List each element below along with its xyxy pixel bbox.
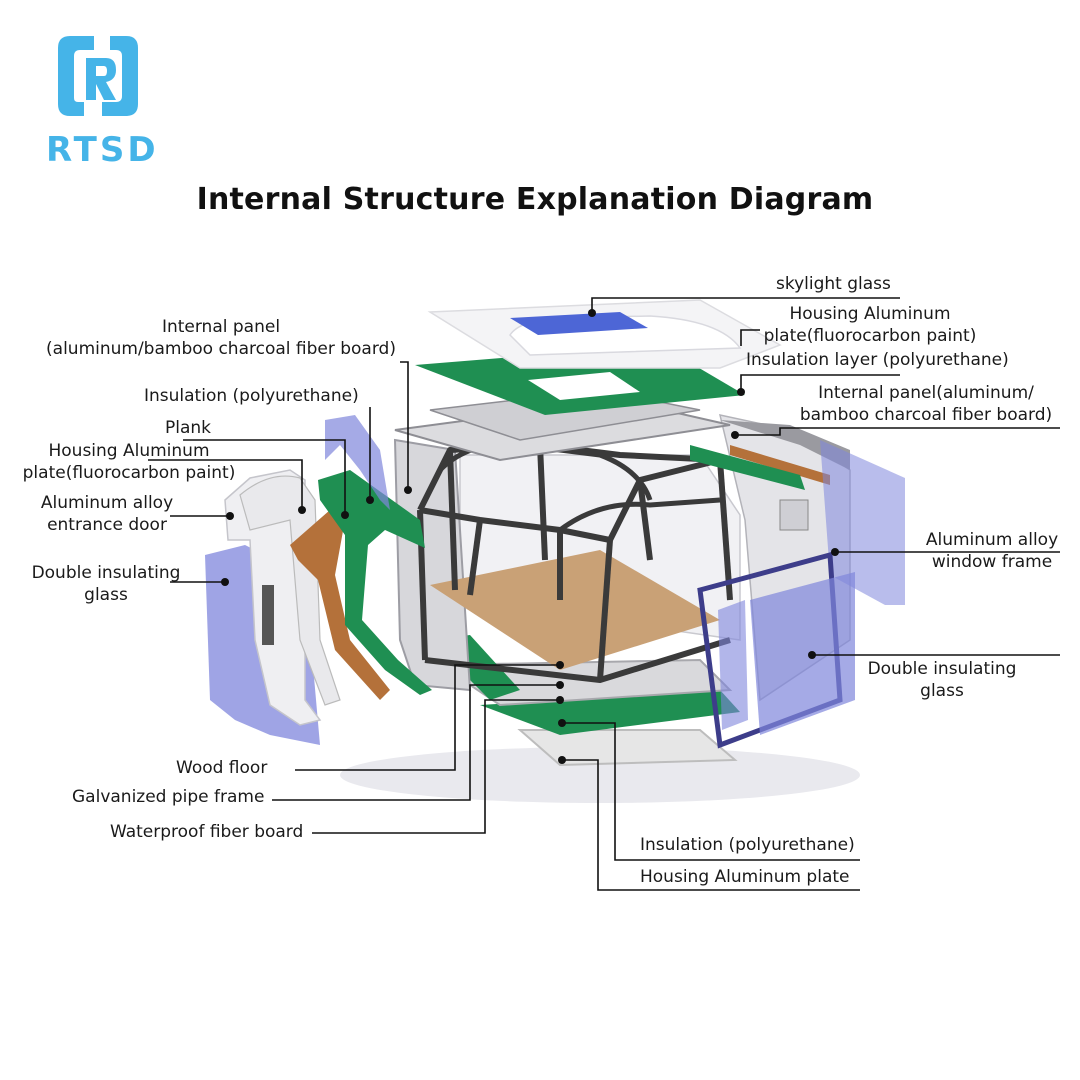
- label-waterproof-board: Waterproof fiber board: [110, 822, 304, 842]
- label-bottom-insulation: Insulation (polyurethane): [640, 835, 855, 855]
- leader-lines: [148, 297, 1060, 891]
- vent-grille: [779, 499, 809, 531]
- label-plank: Plank: [165, 418, 212, 438]
- left-plank: [290, 510, 390, 700]
- label-window-frame: Aluminum alloy window frame: [925, 530, 1059, 572]
- label-wood-floor: Wood floor: [176, 758, 268, 778]
- label-top-insulation: Insulation layer (polyurethane): [746, 350, 1009, 370]
- left-side-housing: [393, 438, 472, 692]
- rtsd-logo-icon: [58, 36, 138, 116]
- label-left-internal-panel: Internal panel (aluminum/bamboo charcoal…: [46, 317, 396, 359]
- right-outer-glass: [820, 440, 905, 605]
- label-top-housing: Housing Aluminum plate(fluorocarbon pain…: [763, 304, 977, 346]
- label-left-double-glass: Double insulating glass: [31, 563, 181, 605]
- label-bottom-housing: Housing Aluminum plate: [640, 867, 850, 887]
- door-handle-slot: [262, 585, 274, 645]
- bottom-housing-plate: [517, 729, 738, 767]
- left-insulation: [318, 470, 432, 695]
- diagram-title: Internal Structure Explanation Diagram: [196, 182, 874, 217]
- label-left-housing: Housing Aluminum plate(fluorocarbon pain…: [22, 441, 236, 483]
- label-skylight-glass: skylight glass: [776, 274, 891, 294]
- leader-dots: [221, 309, 839, 764]
- label-pipe-frame: Galvanized pipe frame: [72, 787, 265, 807]
- wood-floor: [430, 550, 720, 670]
- right-double-glass: [750, 572, 855, 735]
- left-internal-panel: [325, 415, 390, 510]
- label-entrance-door: Aluminum alloy entrance door: [40, 493, 174, 535]
- top-insulation-opening: [528, 372, 640, 400]
- label-left-insulation: Insulation (polyurethane): [144, 386, 359, 406]
- right-insulation: [690, 445, 805, 490]
- label-right-double-glass: Double insulating glass: [867, 659, 1017, 701]
- right-glass-inner: [718, 600, 748, 730]
- right-plank: [730, 445, 830, 485]
- label-right-internal-panel: Internal panel(aluminum/ bamboo charcoal…: [799, 383, 1053, 425]
- skylight-glass: [510, 312, 648, 335]
- brand-name: RTSD: [46, 130, 159, 170]
